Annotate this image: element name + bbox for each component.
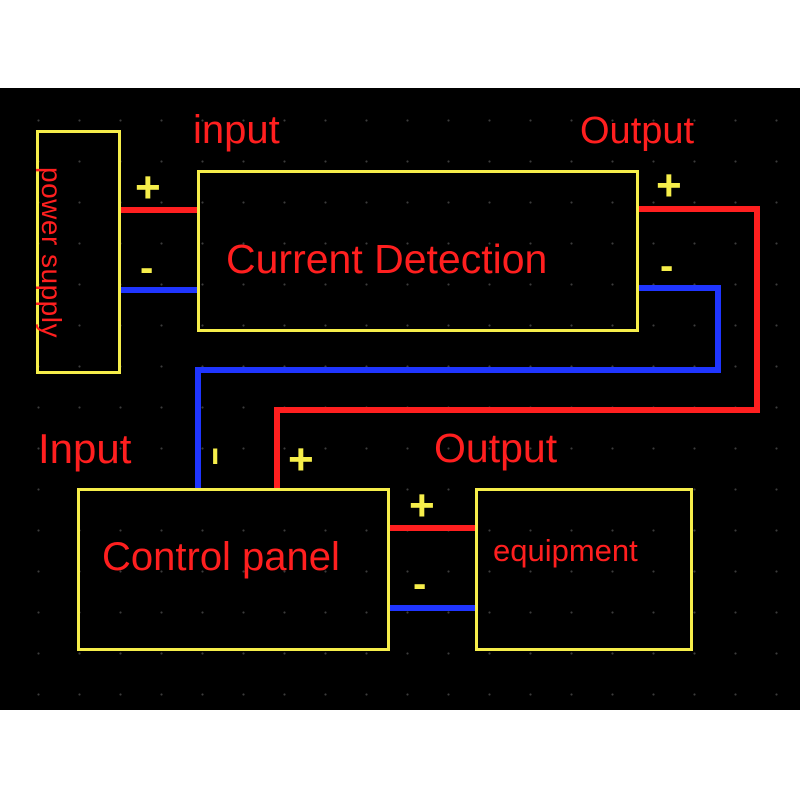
current-detection-label: Current Detection <box>226 236 548 282</box>
control-panel-label: Control panel <box>102 535 340 579</box>
wire-cd-positive-to-control <box>274 206 760 490</box>
power-supply-box <box>36 130 121 374</box>
minus-sign-equipment: - <box>413 562 427 606</box>
diagram-canvas: power supply Current Detection Control p… <box>0 88 800 710</box>
plus-sign-cd-output: + <box>656 161 682 210</box>
plus-sign-ps: + <box>135 163 161 212</box>
equipment-label: equipment <box>493 533 638 568</box>
plus-sign-control-input: + <box>288 435 314 484</box>
output-label-bottom: Output <box>434 425 558 471</box>
power-supply-label-wrap: power supply <box>36 150 67 355</box>
input-label-bottom: Input <box>38 425 132 472</box>
wires <box>120 206 760 611</box>
power-supply-label: power supply <box>36 167 67 338</box>
minus-sign-cd-output: - <box>660 244 674 288</box>
current-detection-box <box>197 170 639 332</box>
minus-sign-ps: - <box>140 246 154 290</box>
wire-cd-negative-to-control <box>195 285 721 490</box>
input-label-top: input <box>193 108 280 152</box>
output-label-top: Output <box>580 110 695 152</box>
plus-sign-equipment: + <box>409 481 435 530</box>
control-panel-box <box>77 488 390 651</box>
minus-sign-control-input: ı <box>211 438 220 471</box>
equipment-box <box>475 488 693 651</box>
